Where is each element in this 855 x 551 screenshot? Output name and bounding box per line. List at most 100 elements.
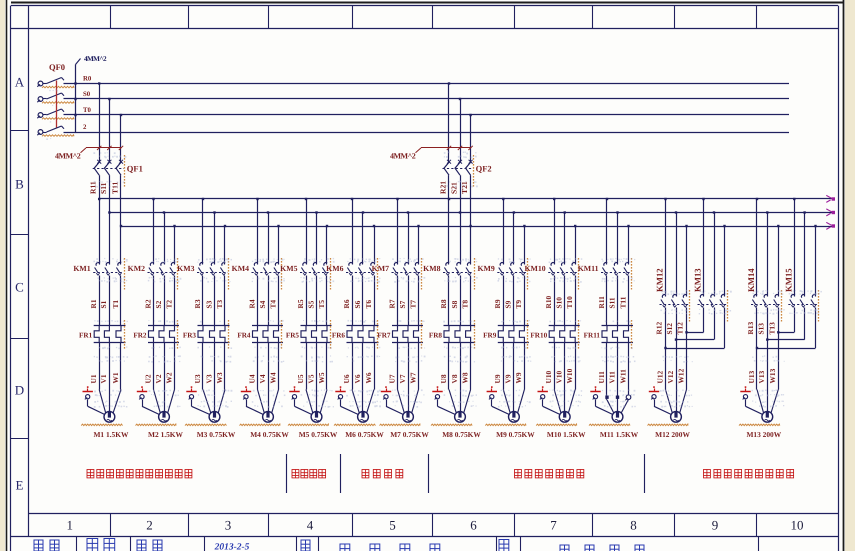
- svg-text:FR2: FR2: [133, 332, 147, 340]
- svg-text:D: D: [15, 383, 24, 398]
- svg-text:T1: T1: [111, 300, 120, 309]
- svg-text:V5: V5: [306, 374, 315, 383]
- svg-text:KM12: KM12: [655, 268, 665, 292]
- svg-text:2: 2: [146, 518, 153, 533]
- svg-text:T4: T4: [268, 300, 277, 309]
- svg-text:S0: S0: [83, 91, 91, 98]
- svg-text:KM8: KM8: [423, 264, 440, 273]
- svg-text:R1: R1: [89, 299, 98, 308]
- svg-text:R21: R21: [438, 181, 447, 194]
- svg-text:R3: R3: [193, 299, 202, 308]
- svg-text:M4 0.75KW: M4 0.75KW: [250, 430, 289, 439]
- svg-text:FR9: FR9: [483, 332, 497, 340]
- svg-text:S13: S13: [756, 323, 765, 335]
- svg-text:W2: W2: [164, 372, 173, 383]
- svg-text:3: 3: [225, 518, 232, 533]
- svg-text:M1 1.5KW: M1 1.5KW: [93, 430, 129, 439]
- svg-text:R0: R0: [83, 76, 92, 83]
- svg-text:R13: R13: [746, 321, 755, 334]
- svg-text:R12: R12: [655, 321, 664, 334]
- svg-text:R5: R5: [296, 299, 305, 308]
- svg-text:S8: S8: [450, 300, 459, 308]
- svg-text:V7: V7: [398, 374, 407, 383]
- svg-text:V10: V10: [555, 370, 564, 383]
- svg-text:B: B: [15, 177, 24, 192]
- svg-text:T11: T11: [110, 182, 119, 194]
- svg-text:U8: U8: [439, 374, 448, 383]
- svg-text:R11: R11: [597, 296, 606, 309]
- svg-text:T12: T12: [676, 322, 685, 335]
- svg-text:U7: U7: [387, 374, 396, 383]
- svg-text:T3: T3: [215, 300, 224, 309]
- svg-text:E: E: [16, 478, 24, 493]
- svg-text:S11: S11: [99, 182, 108, 194]
- svg-text:V1: V1: [99, 374, 108, 383]
- svg-text:QF0: QF0: [49, 62, 65, 72]
- svg-text:U12: U12: [655, 370, 664, 383]
- svg-text:T13: T13: [767, 322, 776, 335]
- svg-text:R7: R7: [387, 299, 396, 308]
- svg-text:R6: R6: [342, 299, 351, 308]
- svg-text:M3 0.75KW: M3 0.75KW: [197, 430, 236, 439]
- svg-text:M13 200W: M13 200W: [746, 430, 781, 439]
- svg-text:C: C: [15, 280, 24, 295]
- svg-text:T7: T7: [408, 300, 417, 309]
- svg-text:M6 0.75KW: M6 0.75KW: [345, 430, 384, 439]
- svg-text:KM15: KM15: [783, 268, 793, 292]
- svg-text:T6: T6: [364, 300, 373, 309]
- svg-text:T10: T10: [565, 296, 574, 309]
- svg-text:M7 0.75KW: M7 0.75KW: [390, 430, 429, 439]
- svg-text:S2: S2: [154, 300, 163, 308]
- svg-text:T5: T5: [317, 300, 326, 309]
- svg-text:T0: T0: [83, 107, 92, 114]
- svg-text:V3: V3: [204, 374, 213, 383]
- svg-text:W7: W7: [408, 372, 417, 383]
- svg-text:W5: W5: [317, 372, 326, 383]
- svg-text:5: 5: [389, 518, 396, 533]
- svg-text:FR6: FR6: [332, 332, 346, 340]
- svg-text:8: 8: [630, 518, 637, 533]
- svg-text:M12 200W: M12 200W: [655, 430, 690, 439]
- svg-text:2013-2-5: 2013-2-5: [214, 543, 250, 551]
- svg-text:V2: V2: [154, 374, 163, 383]
- svg-text:R10: R10: [544, 295, 553, 308]
- svg-text:V11: V11: [607, 371, 616, 384]
- svg-text:FR11: FR11: [584, 332, 601, 340]
- svg-text:U10: U10: [544, 370, 553, 383]
- svg-text:FR5: FR5: [286, 332, 300, 340]
- svg-text:V4: V4: [258, 374, 267, 383]
- svg-text:V8: V8: [450, 374, 459, 383]
- svg-text:4MM^2: 4MM^2: [55, 152, 81, 161]
- svg-text:KM4: KM4: [232, 264, 249, 273]
- svg-text:R4: R4: [247, 299, 256, 308]
- svg-text:M11 1.5KW: M11 1.5KW: [600, 430, 639, 439]
- svg-text:T21: T21: [460, 181, 469, 194]
- svg-text:KM2: KM2: [128, 264, 145, 273]
- svg-text:U11: U11: [597, 371, 606, 384]
- svg-text:KM10: KM10: [524, 264, 545, 273]
- svg-text:U5: U5: [296, 374, 305, 383]
- svg-text:W9: W9: [514, 372, 523, 383]
- svg-text:T2: T2: [164, 300, 173, 309]
- svg-text:T8: T8: [460, 300, 469, 309]
- svg-text:W3: W3: [215, 372, 224, 383]
- svg-text:FR1: FR1: [79, 332, 93, 340]
- svg-text:KM5: KM5: [280, 264, 297, 273]
- svg-text:R9: R9: [493, 299, 502, 308]
- svg-text:7: 7: [550, 518, 557, 533]
- svg-text:10: 10: [791, 518, 804, 533]
- svg-text:W1: W1: [111, 372, 120, 383]
- svg-text:R8: R8: [439, 299, 448, 308]
- svg-text:V6: V6: [353, 374, 362, 383]
- svg-text:U9: U9: [493, 374, 502, 383]
- svg-text:KM9: KM9: [477, 264, 494, 273]
- svg-text:U13: U13: [747, 370, 756, 383]
- svg-text:U6: U6: [342, 374, 351, 383]
- svg-text:6: 6: [470, 518, 477, 533]
- svg-text:M5 0.75KW: M5 0.75KW: [299, 430, 338, 439]
- svg-text:S12: S12: [665, 323, 674, 335]
- svg-text:KM6: KM6: [326, 264, 343, 273]
- svg-text:T11: T11: [618, 296, 627, 308]
- svg-text:T9: T9: [514, 300, 523, 309]
- svg-text:KM11: KM11: [578, 264, 599, 273]
